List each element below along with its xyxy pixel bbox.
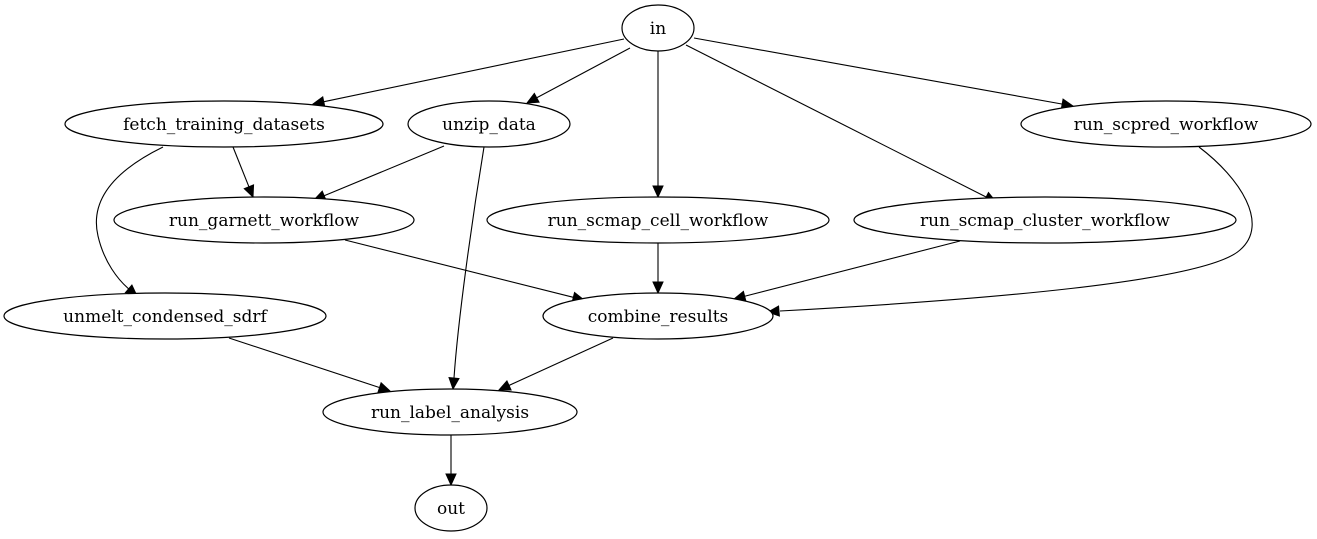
node-shape bbox=[414, 484, 488, 532]
edge-combine_results-to-run_label_analysis bbox=[497, 337, 614, 391]
edge-line bbox=[693, 37, 1064, 105]
node-run_garnett_workflow: run_garnett_workflow bbox=[113, 196, 415, 244]
node-label: unzip_data bbox=[442, 115, 536, 135]
node-shape bbox=[621, 4, 695, 52]
node-label: run_scpred_workflow bbox=[1074, 115, 1259, 135]
node-label: run_garnett_workflow bbox=[169, 211, 360, 231]
node-run_scmap_cluster_workflow: run_scmap_cluster_workflow bbox=[853, 196, 1237, 244]
node-shape bbox=[1020, 100, 1312, 148]
node-label: in bbox=[650, 19, 666, 39]
edge-line bbox=[322, 38, 625, 103]
edge-in-to-run_scmap_cell_workflow bbox=[652, 51, 664, 199]
node-run_label_analysis: run_label_analysis bbox=[322, 388, 578, 436]
edge-unzip_data-to-run_garnett_workflow bbox=[312, 145, 445, 201]
node-label: run_label_analysis bbox=[371, 403, 529, 423]
edge-line bbox=[232, 146, 250, 188]
edge-in-to-run_scpred_workflow bbox=[693, 37, 1075, 110]
arrowhead bbox=[766, 305, 780, 317]
node-combine_results: combine_results bbox=[542, 292, 774, 340]
arrowhead bbox=[652, 281, 664, 295]
node-label: run_scmap_cluster_workflow bbox=[920, 211, 1170, 231]
arrowhead bbox=[525, 92, 540, 104]
node-label: fetch_training_datasets bbox=[123, 115, 325, 135]
node-shape bbox=[113, 196, 415, 244]
node-shape bbox=[64, 100, 384, 148]
arrowhead bbox=[377, 381, 392, 393]
node-shape bbox=[3, 292, 327, 340]
edge-line bbox=[344, 239, 575, 299]
edge-in-to-unzip_data bbox=[525, 47, 631, 104]
edge-line bbox=[95, 146, 164, 291]
arrowhead bbox=[243, 184, 255, 199]
node-shape bbox=[542, 292, 774, 340]
node-label: out bbox=[437, 499, 465, 519]
edge-in-to-run_scmap_cluster_workflow bbox=[685, 44, 998, 203]
node-out: out bbox=[414, 484, 488, 532]
edge-run_scmap_cluster_workflow-to-combine_results bbox=[732, 240, 961, 302]
edge-in-to-fetch_training_datasets bbox=[311, 38, 625, 108]
edge-line bbox=[453, 146, 485, 379]
node-shape bbox=[322, 388, 578, 436]
edge-line bbox=[743, 240, 961, 298]
edge-line bbox=[323, 145, 445, 197]
edge-line bbox=[685, 44, 988, 198]
edge-line bbox=[779, 146, 1253, 312]
nodes-layer: in fetch_training_datasets unzip_data run_s… bbox=[3, 4, 1312, 532]
node-label: unmelt_condensed_sdrf bbox=[63, 307, 268, 327]
edge-run_scmap_cell_workflow-to-combine_results bbox=[652, 243, 664, 295]
node-run_scpred_workflow: run_scpred_workflow bbox=[1020, 100, 1312, 148]
node-label: run_scmap_cell_workflow bbox=[548, 211, 769, 231]
node-in: in bbox=[621, 4, 695, 52]
node-unmelt_condensed_sdrf: unmelt_condensed_sdrf bbox=[3, 292, 327, 340]
arrowhead bbox=[448, 377, 460, 391]
edge-run_scpred_workflow-to-combine_results bbox=[766, 146, 1253, 317]
edge-fetch_training_datasets-to-run_garnett_workflow bbox=[232, 146, 255, 199]
arrowhead bbox=[497, 379, 512, 391]
node-unzip_data: unzip_data bbox=[407, 100, 571, 148]
edge-unmelt_condensed_sdrf-to-run_label_analysis bbox=[228, 337, 392, 393]
edge-line bbox=[507, 337, 614, 387]
node-shape bbox=[407, 100, 571, 148]
edge-run_label_analysis-to-out bbox=[445, 435, 457, 487]
node-fetch_training_datasets: fetch_training_datasets bbox=[64, 100, 384, 148]
node-run_scmap_cell_workflow: run_scmap_cell_workflow bbox=[486, 196, 830, 244]
edge-run_garnett_workflow-to-combine_results bbox=[344, 239, 586, 303]
node-shape bbox=[853, 196, 1237, 244]
arrowhead bbox=[445, 473, 457, 487]
arrowhead bbox=[652, 185, 664, 199]
edge-line bbox=[535, 47, 631, 99]
node-shape bbox=[486, 196, 830, 244]
edge-unzip_data-to-run_label_analysis bbox=[448, 146, 485, 391]
node-label: combine_results bbox=[588, 307, 729, 327]
edge-line bbox=[228, 337, 381, 389]
